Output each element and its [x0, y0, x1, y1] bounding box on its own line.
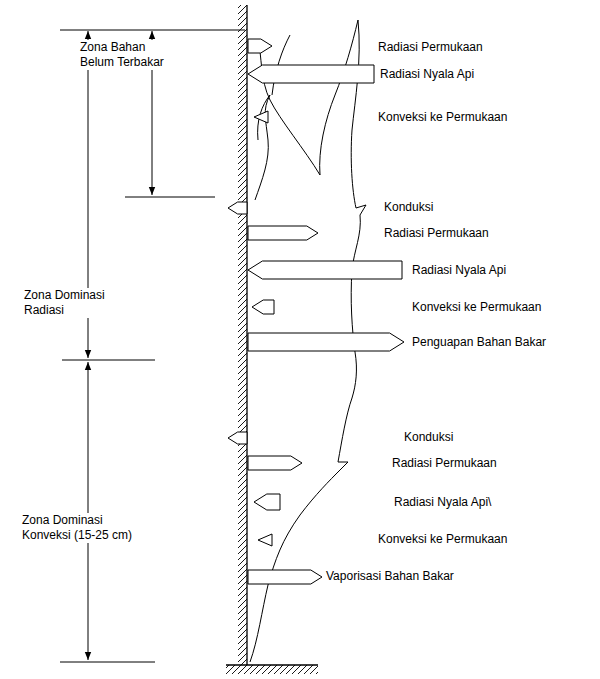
flux-label: Konduksi	[404, 430, 453, 445]
ground-line	[226, 664, 318, 665]
flux-label: Radiasi Permukaan	[384, 226, 489, 241]
heat-arrow	[254, 494, 280, 510]
zone-label: Zona Bahan Belum Terbakar	[78, 40, 182, 70]
heat-arrow	[254, 111, 268, 123]
heat-arrow	[248, 456, 302, 470]
heat-arrow	[248, 226, 318, 240]
flux-label: Konveksi ke Permukaan	[378, 532, 507, 547]
flux-label: Penguapan Bahan Bakar	[412, 335, 546, 350]
heat-arrow	[248, 333, 404, 351]
flux-label: Radiasi Permukaan	[392, 456, 497, 471]
flux-label: Vaporisasi Bahan Bakar	[326, 569, 454, 584]
heat-arrow	[248, 39, 272, 53]
flux-label: Konduksi	[384, 200, 433, 215]
wall-hatching	[238, 5, 247, 665]
flux-label: Radiasi Permukaan	[378, 40, 483, 55]
wall-line	[246, 5, 247, 665]
heat-arrow	[248, 261, 402, 279]
heat-arrow	[248, 570, 322, 584]
heat-arrow	[252, 300, 274, 314]
heat-arrow	[228, 432, 247, 444]
flux-label: Radiasi Nyala Api\	[394, 495, 491, 510]
heat-arrow	[228, 202, 247, 214]
dimension-lines	[60, 30, 245, 662]
flux-label: Radiasi Nyala Api	[380, 67, 474, 82]
heat-flux-arrows	[228, 39, 404, 584]
zone-label: Zona Dominasi Radiasi	[22, 288, 126, 318]
flux-label: Konveksi ke Permukaan	[378, 110, 507, 125]
flux-label: Konveksi ke Permukaan	[412, 300, 541, 315]
heat-arrow	[258, 534, 272, 546]
heat-arrow	[248, 65, 374, 83]
zone-label: Zona Dominasi Konveksi (15-25 cm)	[20, 513, 149, 543]
ground-hatching	[226, 665, 318, 674]
flux-label: Radiasi Nyala Api	[412, 263, 506, 278]
